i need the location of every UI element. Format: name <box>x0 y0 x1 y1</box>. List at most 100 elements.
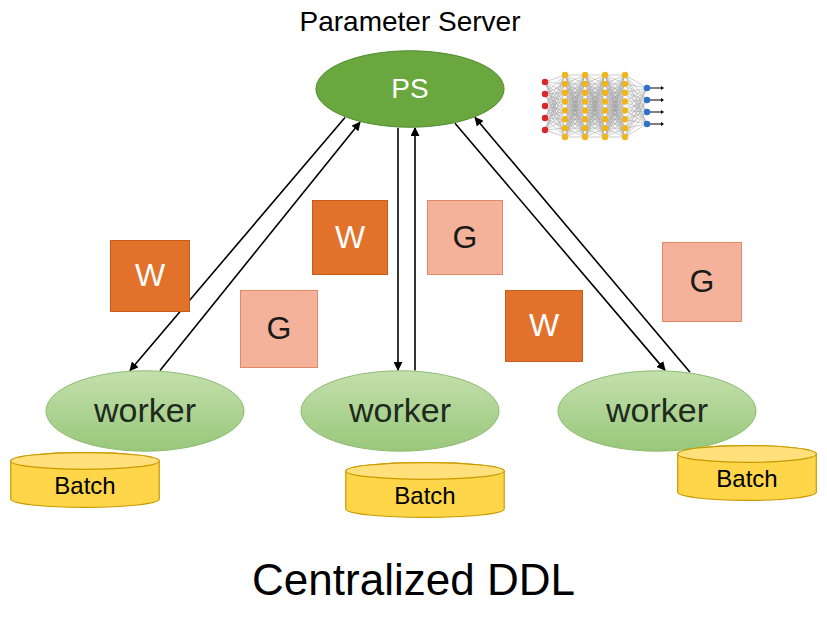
neuron <box>622 116 628 122</box>
output-arrow <box>650 88 661 89</box>
worker-fill <box>46 371 244 451</box>
neuron <box>644 85 650 91</box>
arrow-connector <box>414 128 416 371</box>
cylinder-body <box>346 463 504 518</box>
network-link <box>625 75 647 100</box>
node-label: W <box>529 308 559 343</box>
node-label: worker <box>94 392 196 429</box>
neuron <box>622 134 628 140</box>
node-label: worker <box>349 392 451 429</box>
node-label: W <box>335 220 365 255</box>
network-link <box>565 75 585 119</box>
neuron <box>582 81 588 87</box>
neuron <box>562 90 568 96</box>
network-link <box>565 75 585 119</box>
network-link <box>585 93 605 137</box>
output-arrow-head <box>661 98 664 102</box>
network-link <box>605 93 625 137</box>
cylinder-top <box>346 463 504 480</box>
neuron <box>602 125 608 131</box>
network-link <box>605 75 625 119</box>
network-link <box>625 88 647 128</box>
network-link <box>625 112 647 137</box>
output-arrow-head <box>661 86 664 90</box>
network-link <box>565 128 585 137</box>
server-heading: Parameter Server <box>300 6 521 38</box>
batch-cylinder: Batch <box>10 452 160 508</box>
weight-box: W <box>312 200 388 275</box>
network-link <box>625 75 647 112</box>
neuron <box>562 72 568 78</box>
network-link <box>605 110 625 137</box>
neuron <box>602 98 608 104</box>
network-link <box>625 88 647 110</box>
node-label: W <box>135 258 165 293</box>
cylinder-body <box>11 453 160 508</box>
worker-ellipse: worker <box>557 370 757 452</box>
gradient-box: G <box>427 200 503 275</box>
neuron <box>562 107 568 113</box>
neuron <box>602 81 608 87</box>
neuron <box>582 116 588 122</box>
neuron <box>582 72 588 78</box>
neuron <box>542 79 548 85</box>
batch-cylinder: Batch <box>345 462 505 518</box>
arrow-connector <box>397 128 399 370</box>
neuron <box>562 98 568 104</box>
node-label: worker <box>606 392 708 429</box>
worker-ellipse: worker <box>45 370 245 452</box>
network-link <box>605 93 625 137</box>
worker-fill <box>558 371 756 451</box>
output-arrow-head <box>661 110 664 114</box>
network-link <box>605 75 625 119</box>
neuron <box>562 125 568 131</box>
server-ellipse: Parameter ServerPS <box>315 50 505 128</box>
node-label: G <box>453 220 478 255</box>
weight-box: W <box>110 240 190 312</box>
network-link <box>565 110 585 137</box>
network-link <box>625 88 647 137</box>
network-links <box>545 75 647 137</box>
network-link <box>625 124 647 137</box>
neuron <box>562 81 568 87</box>
neuron <box>582 90 588 96</box>
network-link <box>625 100 647 137</box>
network-link <box>585 75 605 119</box>
neuron <box>582 107 588 113</box>
output-arrow <box>650 112 661 113</box>
neuron <box>562 116 568 122</box>
node-label: PS <box>391 74 428 105</box>
cylinder-top <box>678 446 817 463</box>
neuron <box>602 107 608 113</box>
output-arrow <box>650 124 661 125</box>
neuron <box>582 134 588 140</box>
neuron <box>542 115 548 121</box>
network-link <box>625 100 647 119</box>
neuron <box>602 72 608 78</box>
diagram-caption: Centralized DDL <box>0 555 827 605</box>
gradient-box: G <box>662 242 742 322</box>
neuron <box>582 98 588 104</box>
neuron <box>542 103 548 109</box>
neuron <box>542 91 548 97</box>
neuron <box>622 107 628 113</box>
neuron <box>644 121 650 127</box>
network-link <box>625 84 647 88</box>
network-link <box>605 128 625 137</box>
network-link <box>625 88 647 93</box>
node-label: G <box>267 311 292 346</box>
neuron <box>542 127 548 133</box>
output-arrow-head <box>661 122 664 126</box>
neuron <box>602 134 608 140</box>
server-fill <box>316 51 504 127</box>
cylinder-body <box>678 446 817 501</box>
neuron <box>602 90 608 96</box>
neuron <box>622 90 628 96</box>
neuron <box>644 109 650 115</box>
neuron <box>622 81 628 87</box>
network-link <box>585 93 605 137</box>
batch-cylinder: Batch <box>677 445 817 501</box>
network-link <box>625 75 647 124</box>
neuron <box>622 72 628 78</box>
